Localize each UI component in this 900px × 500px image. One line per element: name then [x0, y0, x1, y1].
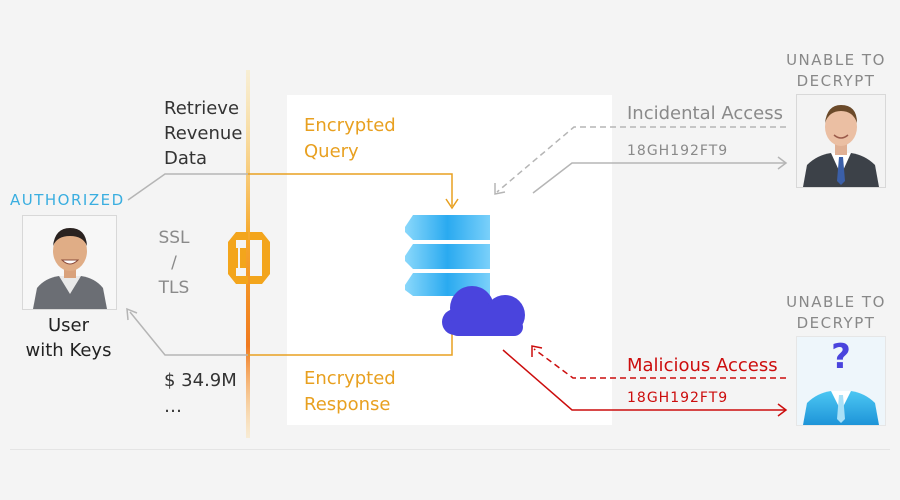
request-label-line2: Revenue	[164, 123, 243, 144]
malicious-status-line2: DECRYPT	[796, 314, 876, 332]
incidental-solid-line	[532, 162, 785, 194]
authorized-user-avatar	[22, 215, 117, 310]
query-line	[248, 173, 453, 206]
query-label-line1: Encrypted	[304, 115, 396, 136]
request-label-line1: Retrieve	[164, 98, 240, 119]
server-stack-icon	[405, 215, 490, 296]
response-label-line2: Response	[304, 394, 391, 415]
cloud-icon	[442, 286, 525, 336]
query-label-line2: Query	[304, 141, 359, 162]
incidental-access-code: 18GH192FT9	[627, 143, 729, 159]
incidental-dashed-line	[496, 126, 786, 193]
result-line	[129, 311, 248, 356]
result-value: $ 34.9M	[164, 370, 237, 391]
incidental-solid-arrowhead	[777, 156, 788, 170]
query-arrowhead	[445, 198, 459, 210]
malicious-access-title: Malicious Access	[627, 355, 778, 376]
user-label-line2: with Keys	[25, 340, 112, 361]
protocol-ssl: SSL	[158, 228, 190, 248]
ssl-shield-icon	[228, 232, 270, 284]
authorized-status: AUTHORIZED	[10, 191, 125, 209]
request-line	[127, 173, 248, 201]
divider-line	[10, 449, 890, 450]
result-arrowhead	[126, 307, 138, 321]
incidental-access-title: Incidental Access	[627, 103, 783, 124]
incidental-status-line1: UNABLE TO	[786, 51, 886, 69]
unknown-identity-question-icon: ?	[831, 337, 851, 377]
incidental-status-line2: DECRYPT	[796, 72, 876, 90]
user-label-line1: User	[47, 315, 90, 336]
firewall-beam	[246, 70, 250, 438]
malicious-access-code: 18GH192FT9	[627, 390, 729, 406]
malicious-solid-line	[502, 349, 785, 411]
response-label-line1: Encrypted	[304, 368, 396, 389]
request-label-line3: Data	[164, 148, 207, 169]
malicious-dashed-arrowhead	[531, 345, 543, 357]
protocol-slash: /	[171, 253, 177, 273]
protocol-tls: TLS	[158, 278, 190, 298]
result-ellipsis: …	[164, 396, 182, 417]
response-line	[248, 322, 453, 356]
incidental-dashed-arrowhead	[494, 183, 506, 195]
anonymous-attacker-avatar: ?	[796, 336, 886, 426]
malicious-dashed-line	[533, 348, 786, 379]
malicious-status-line1: UNABLE TO	[786, 293, 886, 311]
malicious-solid-arrowhead	[777, 403, 788, 417]
incidental-user-avatar	[796, 94, 886, 188]
